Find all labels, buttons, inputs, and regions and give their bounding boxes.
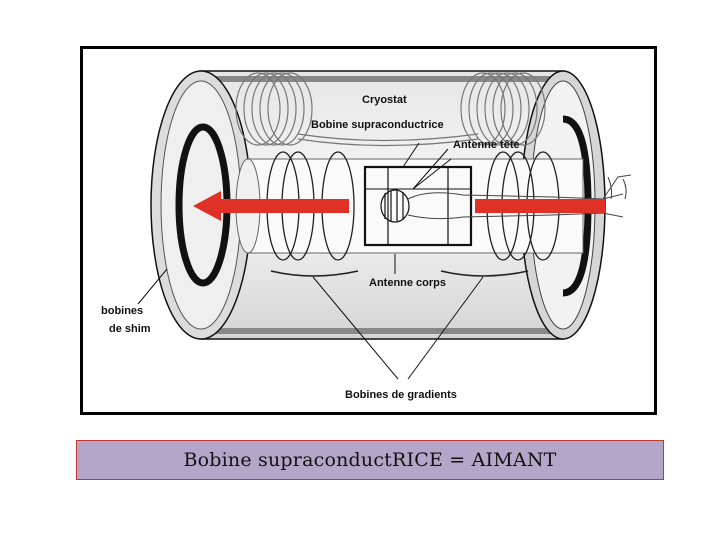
label-shim-coils-line2: de shim	[109, 323, 151, 335]
caption-text: Bobine supraconductRICE = AIMANT	[183, 449, 557, 471]
head-antenna-cage	[380, 189, 410, 223]
label-cryostat: Cryostat	[362, 94, 407, 106]
mri-diagram-frame: Cryostat Bobine supraconductrice Antenne…	[80, 46, 657, 415]
label-superconducting-coil: Bobine supraconductrice	[311, 119, 444, 131]
label-shim-coils-line1: bobines	[101, 305, 143, 317]
patient-figure	[407, 174, 632, 220]
magnetic-field-arrow-left	[193, 191, 349, 221]
label-head-antenna: Antenne tête	[453, 139, 520, 151]
mri-scanner-diagram: Cryostat Bobine supraconductrice Antenne…	[101, 70, 632, 401]
superconducting-coil-windings	[235, 72, 546, 147]
caption-box: Bobine supraconductRICE = AIMANT	[76, 440, 664, 480]
label-pointer-lines	[137, 142, 484, 380]
body-antenna-frame	[363, 165, 473, 247]
inner-bore	[235, 158, 584, 254]
label-gradient-coils: Bobines de gradients	[345, 389, 457, 401]
magnetic-field-arrow-right	[475, 199, 605, 213]
label-body-antenna: Antenne corps	[369, 277, 446, 289]
